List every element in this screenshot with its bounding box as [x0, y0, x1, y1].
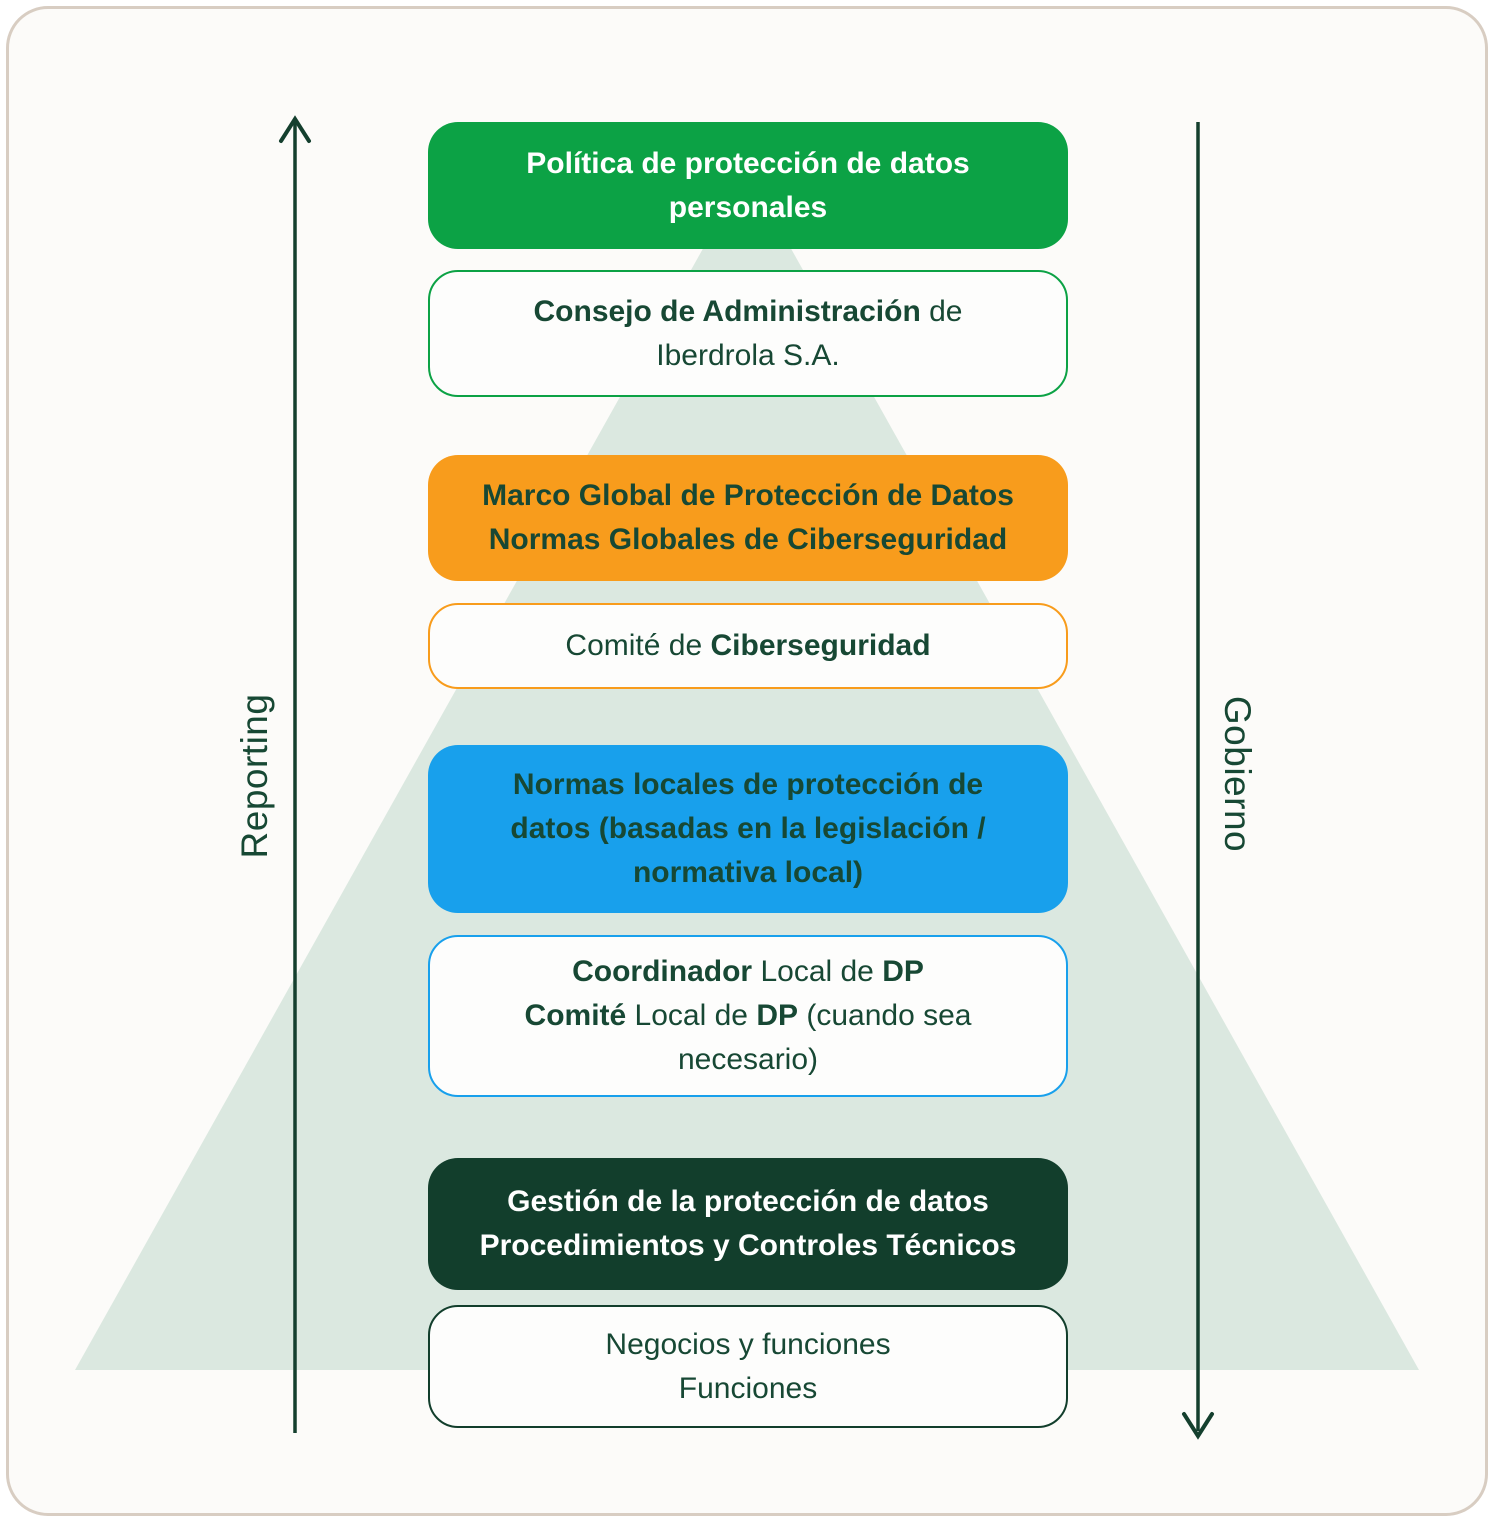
- text-run: Coordinador: [572, 955, 753, 988]
- gobierno-axis-label: Gobierno: [1217, 695, 1258, 853]
- reporting-axis-label: Reporting: [234, 693, 275, 859]
- text-line: datos (basadas en la legislación /: [510, 807, 985, 851]
- text-line: Funciones: [679, 1367, 817, 1411]
- text-line: necesario): [678, 1038, 818, 1082]
- text-run: DP: [882, 955, 924, 988]
- text-line: Normas locales de protección de: [513, 763, 983, 807]
- box-comite-ciberseguridad: Comité de Ciberseguridad: [428, 603, 1068, 689]
- text-run: Ciberseguridad: [710, 629, 931, 662]
- text-line: Política de protección de datos: [526, 142, 969, 186]
- text-run: Gestión de la protección de datos: [507, 1185, 989, 1218]
- text-line: personales: [669, 186, 827, 230]
- text-line: normativa local): [633, 851, 863, 895]
- text-run: Local de: [752, 955, 883, 988]
- text-run: (cuando sea: [798, 999, 972, 1032]
- text-run: Procedimientos y Controles Técnicos: [479, 1229, 1017, 1262]
- text-line: Iberdrola S.A.: [656, 334, 839, 378]
- text-run: Consejo de Administración: [533, 294, 921, 328]
- text-run: Comité: [524, 999, 627, 1032]
- text-run: de: [920, 294, 963, 328]
- text-run: Marco Global de Protección de Datos: [482, 479, 1014, 512]
- text-run: personales: [668, 190, 828, 224]
- box-politica-proteccion-datos: Política de protección de datos personale…: [428, 122, 1068, 249]
- text-line: Procedimientos y Controles Técnicos: [480, 1224, 1017, 1268]
- text-run: Iberdrola S.A.: [656, 338, 840, 372]
- text-line: Normas Globales de Ciberseguridad: [489, 518, 1007, 562]
- text-line: Coordinador Local de DP: [572, 950, 924, 994]
- text-run: Local de: [626, 999, 757, 1032]
- text-line: Negocios y funciones: [605, 1323, 890, 1367]
- text-run: Funciones: [678, 1371, 818, 1405]
- text-run: Política de protección de datos: [526, 146, 970, 180]
- text-run: Negocios y funciones: [605, 1327, 891, 1361]
- text-line: Gestión de la protección de datos: [507, 1180, 989, 1224]
- text-run: Normas locales de protección de: [512, 768, 984, 801]
- text-run: necesario): [677, 1043, 819, 1076]
- text-line: Comité de Ciberseguridad: [565, 624, 930, 668]
- text-run: DP: [756, 999, 798, 1032]
- text-run: Normas Globales de Ciberseguridad: [488, 523, 1008, 556]
- text-line: Marco Global de Protección de Datos: [482, 474, 1014, 518]
- pyramid-stack: Política de protección de datos personale…: [428, 122, 1068, 1428]
- box-normas-locales: Normas locales de protección de datos (ba…: [428, 745, 1068, 913]
- text-run: datos (basadas en la legislación /: [510, 812, 986, 845]
- text-run: normativa local): [632, 856, 864, 889]
- text-line: Consejo de Administración de: [534, 290, 963, 334]
- text-run: Comité de: [565, 629, 711, 662]
- text-line: Comité Local de DP (cuando sea: [525, 994, 972, 1038]
